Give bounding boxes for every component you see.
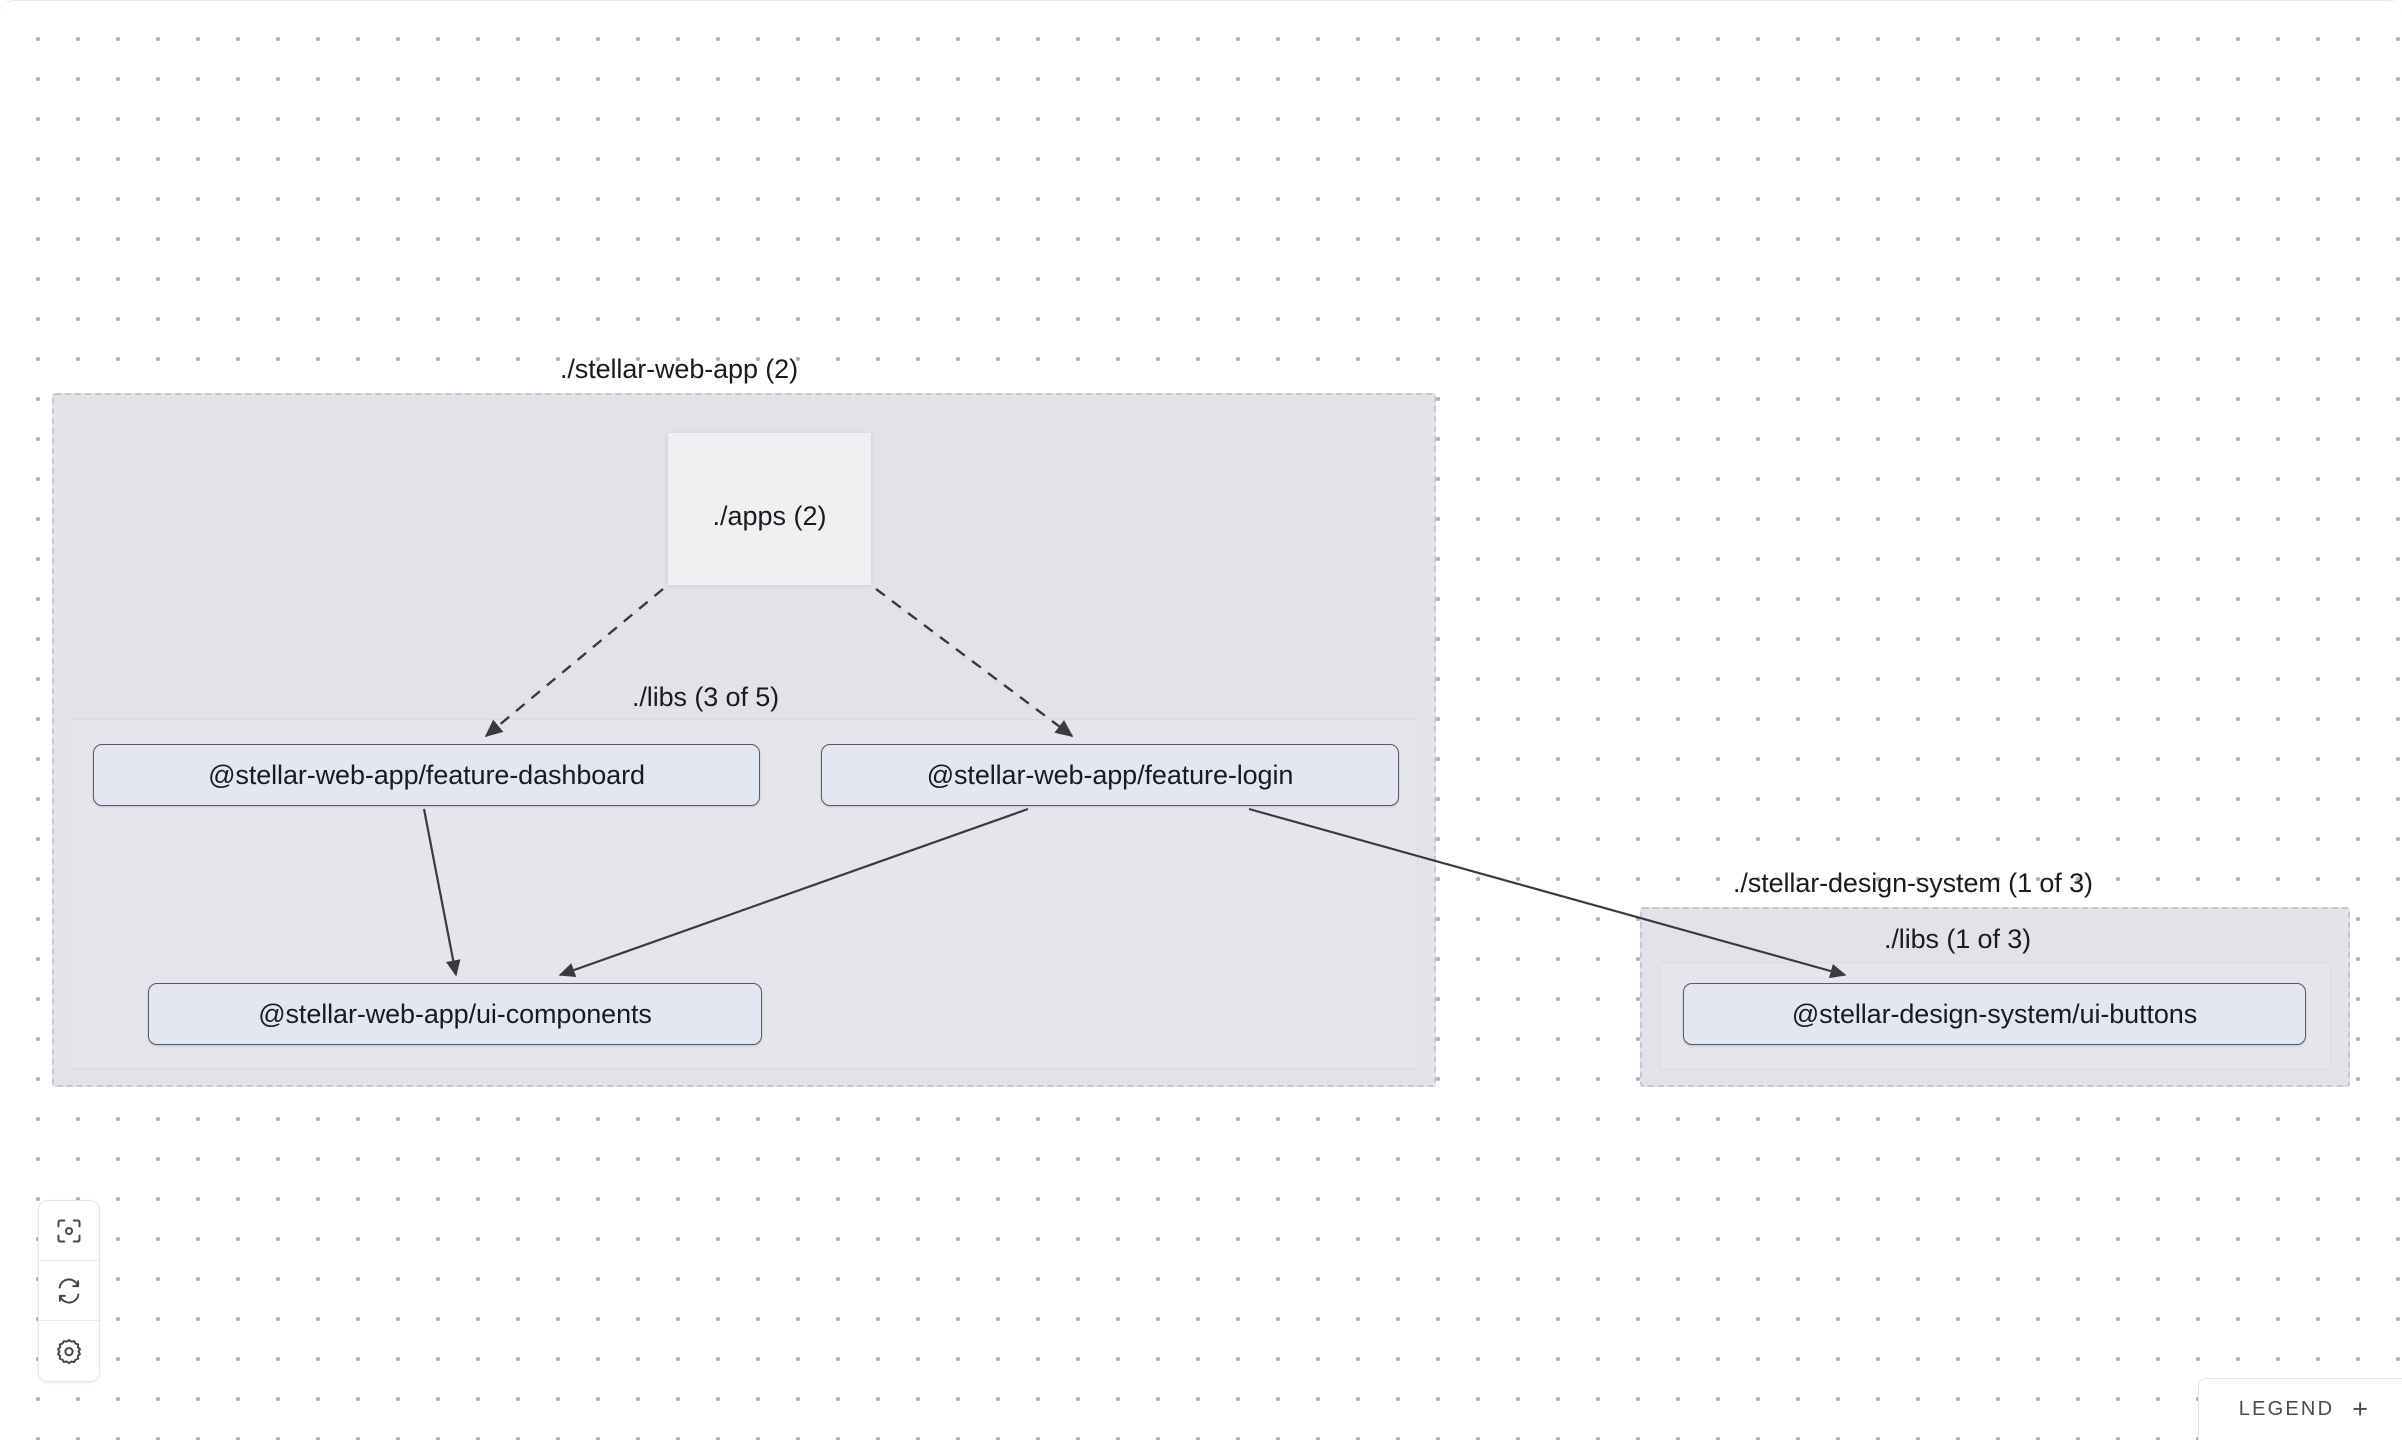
group-label-web-app-libs: ./libs (3 of 5) (632, 682, 780, 712)
folder-node-apps[interactable]: ./apps (2) (668, 433, 871, 585)
legend-toggle[interactable]: LEGEND + (2197, 1378, 2402, 1440)
refresh-button[interactable] (39, 1261, 99, 1321)
focus-button[interactable] (39, 1201, 99, 1261)
gear-icon (55, 1337, 83, 1365)
folder-body-shape (668, 447, 871, 585)
group-label-stellar-design-system: ./stellar-design-system (1 of 3) (1733, 868, 2093, 898)
focus-target-icon (55, 1217, 83, 1245)
folder-label-apps: ./apps (2) (712, 500, 827, 531)
group-label-stellar-web-app: ./stellar-web-app (2) (560, 354, 798, 384)
settings-button[interactable] (39, 1321, 99, 1381)
group-label-design-system-libs: ./libs (1 of 3) (1884, 924, 2032, 954)
node-ui-components[interactable]: @stellar-web-app/ui-components (148, 983, 762, 1045)
plus-icon: + (2352, 1394, 2368, 1424)
node-feature-dashboard[interactable]: @stellar-web-app/feature-dashboard (93, 744, 760, 806)
canvas-controls[interactable] (38, 1200, 100, 1382)
node-ui-buttons[interactable]: @stellar-design-system/ui-buttons (1683, 983, 2306, 1045)
node-feature-login[interactable]: @stellar-web-app/feature-login (821, 744, 1399, 806)
legend-label: LEGEND (2238, 1398, 2335, 1420)
refresh-icon (55, 1277, 83, 1305)
